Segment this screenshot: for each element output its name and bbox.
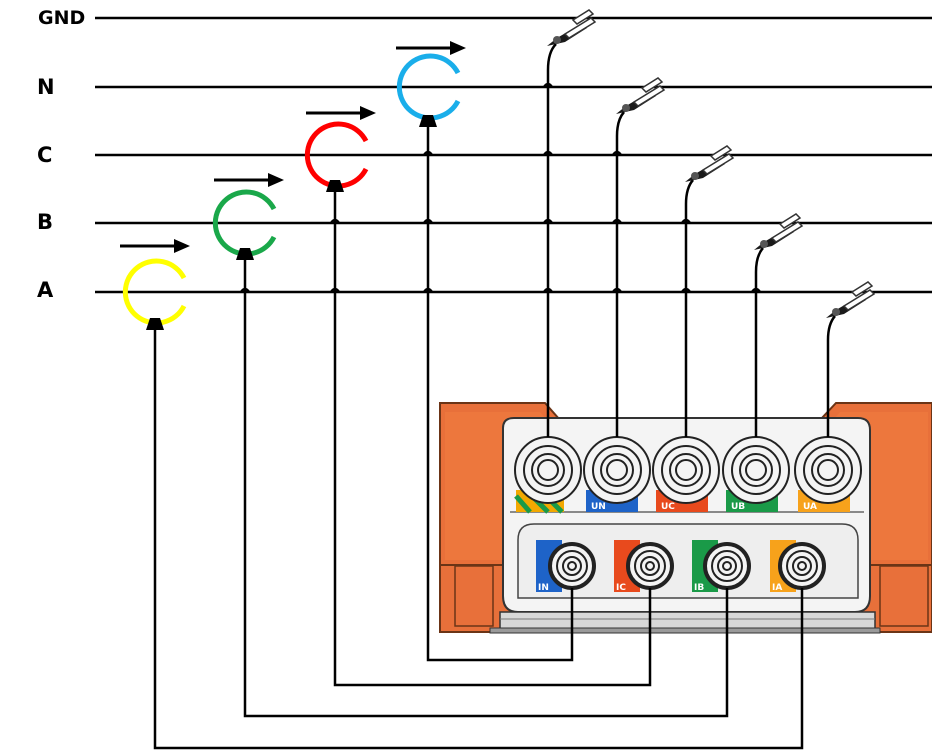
clamp-lead-b (243, 258, 729, 718)
current-socket-in[interactable] (548, 542, 596, 590)
current-socket-ib[interactable] (703, 542, 751, 590)
voltage-tag-uc-label: UC (661, 502, 675, 512)
current-socket-ic[interactable] (626, 542, 674, 590)
crossing-hops (239, 82, 762, 293)
line-label-n: N (37, 75, 55, 99)
voltage-socket-ub[interactable] (722, 436, 790, 504)
current-tag-ic-label: IC (616, 583, 626, 593)
voltage-socket-ua[interactable] (794, 436, 862, 504)
power-lines (95, 16, 932, 294)
clip-a-icon (825, 281, 875, 319)
arrow-a-icon (120, 239, 190, 253)
line-label-gnd: GND (38, 7, 86, 29)
crocodile-clips (546, 9, 875, 319)
line-label-c: C (37, 143, 53, 167)
voltage-leads (546, 43, 836, 437)
voltage-tag-ub-label: UB (731, 502, 745, 512)
voltage-sockets (514, 436, 862, 504)
clamp-lead-n (426, 125, 574, 662)
current-tag-in-label: IN (538, 583, 549, 593)
current-socket-ia[interactable] (778, 542, 826, 590)
clip-n-icon (615, 77, 665, 115)
clamp-a (122, 258, 196, 330)
clamp-b (212, 189, 286, 260)
clamp-c (304, 121, 378, 192)
arrow-n-icon (396, 41, 466, 55)
clamp-lead-a (153, 328, 804, 750)
voltage-socket-gnd[interactable] (514, 436, 582, 504)
voltage-lead-gnd (546, 43, 557, 437)
voltage-socket-un[interactable] (583, 436, 651, 504)
current-tag-ia-label: IA (772, 583, 782, 593)
current-clamps (122, 53, 470, 330)
voltage-lead-uc (684, 179, 694, 437)
arrow-b-icon (214, 173, 284, 187)
voltage-lead-ua (826, 315, 836, 437)
line-label-a: A (37, 278, 54, 302)
voltage-tag-un-label: UN (591, 502, 606, 512)
clamp-n (396, 53, 470, 127)
direction-arrows (120, 41, 466, 253)
voltage-lead-un (615, 111, 625, 437)
voltage-tag-ua-label: UA (803, 502, 817, 512)
arrow-c-icon (306, 106, 376, 120)
current-tag-ib-label: IB (694, 583, 704, 593)
voltage-socket-uc[interactable] (652, 436, 720, 504)
line-label-b: B (37, 210, 54, 234)
current-sockets (548, 542, 826, 590)
clamp-leads (153, 125, 804, 750)
clip-gnd-icon (546, 9, 596, 47)
clip-c-icon (684, 145, 734, 183)
clamp-lead-c (333, 190, 652, 687)
clip-b-icon (753, 213, 803, 251)
voltage-lead-ub (754, 247, 764, 437)
